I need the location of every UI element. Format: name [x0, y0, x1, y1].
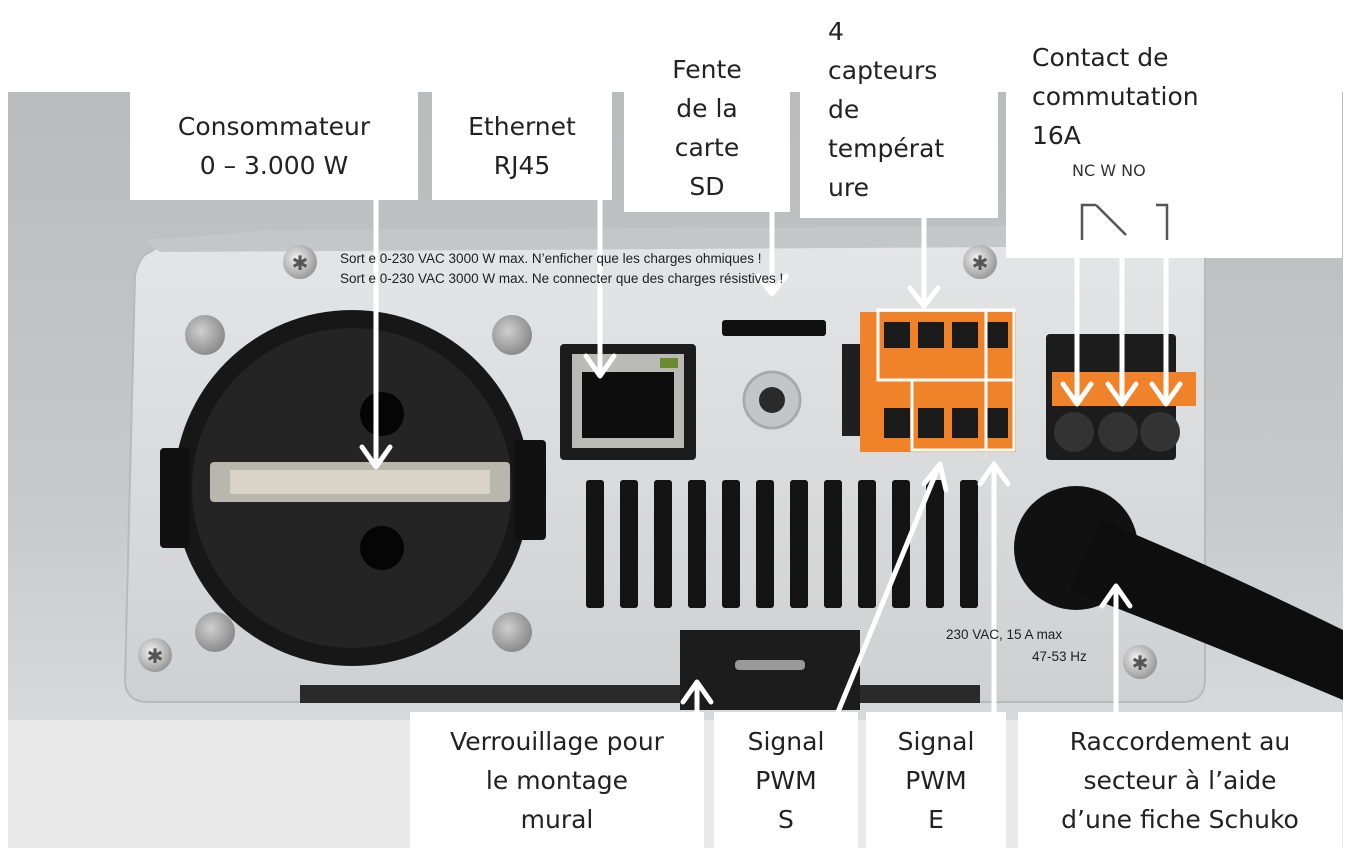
mains-rating-line2: 47-53 Hz: [1032, 649, 1087, 664]
label-switch-terminals: NC W NO: [1072, 161, 1146, 180]
rubber-foot-icon: [492, 315, 532, 355]
label-switch-contact: Contact de commutation 16A: [1006, 30, 1342, 160]
rubber-foot-icon: [492, 612, 532, 652]
sd-card-slot-icon: [722, 320, 826, 336]
mains-rating-line1: 230 VAC, 15 A max: [946, 627, 1063, 642]
callout-arrows: [373, 197, 1169, 715]
label-consumer: Consommateur 0 – 3.000 W: [130, 92, 418, 200]
screw-top-left-icon: ✱: [283, 245, 317, 279]
round-button-icon: [742, 370, 802, 430]
output-warning-line1: Sort e 0-230 VAC 3000 W max. N’enficher …: [340, 251, 762, 266]
temperature-terminal-block-icon: [842, 308, 1016, 452]
screw-top-right-icon: ✱: [963, 245, 997, 279]
callout-arrowheads: [359, 273, 1183, 705]
switch-contact-panel: [1006, 150, 1342, 258]
label-temperature-sensors: 4 capteurs de températ ure: [800, 0, 998, 218]
label-pwm-s: Signal PWM S: [714, 712, 858, 848]
svg-text:✱: ✱: [292, 253, 309, 275]
mains-cable-icon: [1014, 486, 1343, 700]
label-wall-lock: Verrouillage pour le montage mural: [410, 712, 704, 848]
svg-text:✱: ✱: [972, 253, 989, 275]
rubber-foot-icon: [195, 612, 235, 652]
arrow-pwm-s: [835, 465, 941, 715]
ventilation-slots: [586, 480, 978, 608]
ethernet-port-icon: [560, 344, 696, 460]
screw-bottom-right-icon: ✱: [1123, 645, 1157, 679]
svg-text:✱: ✱: [147, 646, 164, 668]
svg-text:✱: ✱: [1132, 653, 1149, 675]
relay-symbol-overlay: [1074, 203, 1169, 258]
label-sd-slot: Fente de la carte SD: [624, 44, 790, 212]
housing-bottom-shadow: [300, 685, 980, 703]
output-warning-line2: Sort e 0-230 VAC 3000 W max. Ne connecte…: [340, 271, 784, 286]
label-ethernet: Ethernet RJ45: [432, 92, 612, 200]
schuko-socket-icon: [160, 310, 546, 666]
rubber-foot-icon: [185, 315, 225, 355]
screw-bottom-left-icon: ✱: [138, 638, 172, 672]
label-mains: Raccordement au secteur à l’aide d’une f…: [1018, 712, 1342, 848]
label-pwm-e: Signal PWM E: [866, 712, 1006, 848]
housing-top-edge: [145, 226, 1190, 252]
